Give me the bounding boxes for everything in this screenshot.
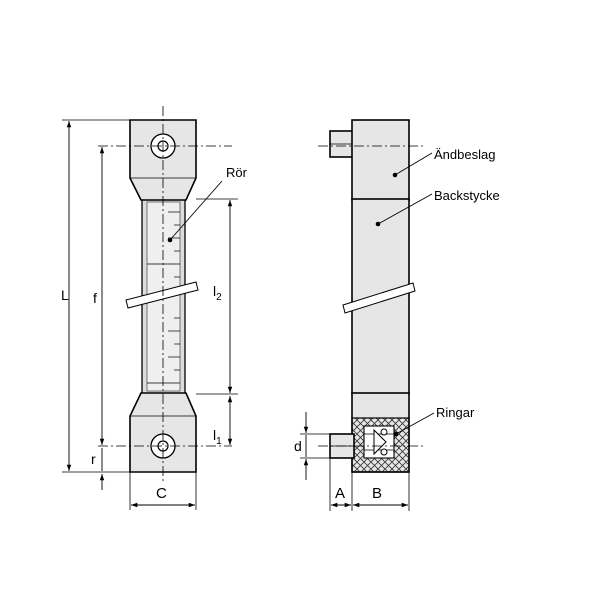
dim-l1-label: l1 [213,427,222,447]
dim-A-label: A [335,485,345,502]
label-andbeslag: Ändbeslag [434,147,495,162]
dim-B-label: B [372,485,382,502]
tube-scale [147,211,180,384]
dim-r-label: r [91,451,96,467]
front-break-mark [125,281,199,309]
dim-f-label: f [93,290,97,306]
side-section-bore [363,425,395,459]
callout-ror: Rör [167,165,248,243]
label-ringar: Ringar [436,405,475,420]
side-break-mark [342,282,416,314]
side-screw-head-section [373,428,387,456]
dim-l2-label: l2 [213,283,222,303]
label-backstycke: Backstycke [434,188,500,203]
callout-ringar: Ringar [393,405,475,437]
dim-C-label: C [156,485,167,502]
label-ror: Rör [226,165,248,180]
callout-andbeslag: Ändbeslag [392,147,495,178]
dim-L-label: L [61,287,69,303]
side-top-end-fitting [351,119,410,201]
dim-d-label: d [294,438,302,454]
side-body [351,198,410,395]
side-dimensions: d A B [294,412,410,511]
side-view [318,119,425,473]
callout-backstycke: Backstycke [375,188,500,227]
front-view [98,106,232,484]
front-dimensions: L f r l2 l1 C [61,119,238,510]
